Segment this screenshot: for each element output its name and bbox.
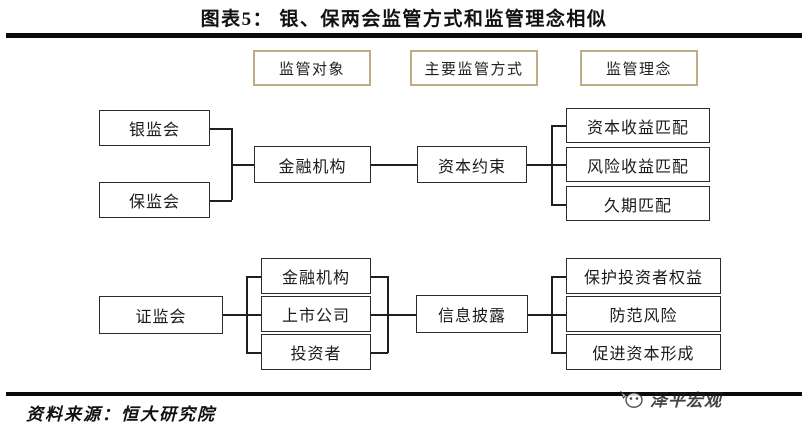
connector-top-merge-out [231, 164, 255, 166]
connector-bottom-merge-out [387, 314, 417, 316]
top-divider-rule [6, 33, 802, 38]
connector-object3-merge-stub [371, 352, 388, 354]
connector-object3-stub-bottom [246, 352, 262, 354]
connector-concept2-stub-top [551, 164, 567, 166]
node-investor: 投资者 [261, 334, 371, 370]
connector-method-out-bottom [528, 314, 552, 316]
node-cbrc: 银监会 [99, 110, 210, 146]
column-header-main-method: 主要监管方式 [410, 50, 538, 86]
node-capital-return-match: 资本收益匹配 [566, 108, 710, 143]
connector-object1-merge-stub [371, 276, 388, 278]
node-information-disclosure: 信息披露 [416, 295, 528, 333]
node-duration-match: 久期匹配 [566, 186, 710, 221]
bottom-divider-rule [6, 392, 802, 396]
connector-method-out-top [527, 164, 552, 166]
node-circ: 保监会 [99, 182, 210, 218]
node-financial-institution-top: 金融机构 [254, 146, 371, 183]
watermark-text: 泽平宏观 [650, 391, 722, 410]
node-listed-company: 上市公司 [261, 296, 371, 332]
connector-cbrc-stub [210, 128, 232, 130]
connector-csrc-out [223, 314, 247, 316]
node-capital-constraint: 资本约束 [417, 146, 527, 183]
watermark-logo-icon [619, 389, 646, 409]
connector-object-to-method-top [371, 164, 418, 166]
source-note: 资料来源：恒大研究院 [26, 405, 216, 424]
connector-concept1-stub-top [551, 125, 567, 127]
node-protect-investor-rights: 保护投资者权益 [566, 258, 721, 294]
watermark: 泽平宏观 [619, 386, 722, 411]
connector-object1-stub-bottom [246, 276, 262, 278]
connector-concept3-stub-top [551, 204, 567, 206]
connector-concept3-stub-bottom [551, 352, 567, 354]
connector-object2-merge-stub [371, 314, 388, 316]
connector-circ-stub [210, 200, 232, 202]
page-title: 图表5： 银、保两会监管方式和监管理念相似 [200, 9, 608, 30]
node-csrc: 证监会 [99, 296, 223, 334]
node-promote-capital-formation: 促进资本形成 [566, 334, 721, 370]
connector-object2-stub-bottom [246, 314, 262, 316]
node-prevent-risk: 防范风险 [566, 296, 721, 332]
node-financial-institution-bottom: 金融机构 [261, 258, 371, 294]
column-header-concept: 监管理念 [580, 50, 698, 86]
connector-concept2-stub-bottom [551, 314, 567, 316]
node-risk-return-match: 风险收益匹配 [566, 147, 710, 182]
column-header-regulated-object: 监管对象 [253, 50, 371, 86]
connector-concept1-stub-bottom [551, 276, 567, 278]
